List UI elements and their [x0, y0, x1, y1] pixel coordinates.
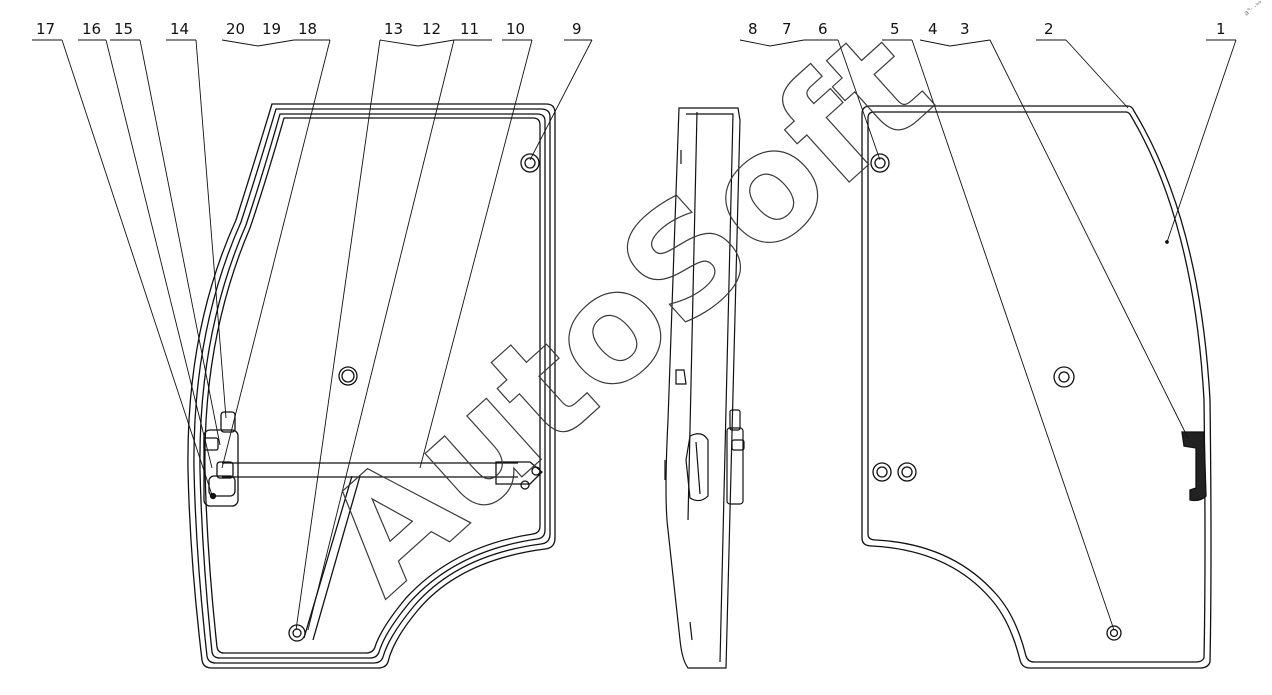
leader-13 [295, 39, 381, 631]
leader-underline-4-3 [919, 39, 991, 47]
callout-15: 15 [114, 20, 133, 38]
outer-door-edge [861, 105, 1212, 669]
inner-door-seal-outer [193, 108, 551, 664]
leader-18 [221, 39, 331, 469]
profile-handle-grip [695, 441, 701, 495]
leader-10 [419, 39, 533, 469]
callout-14: 14 [170, 20, 189, 38]
callout-19: 19 [262, 20, 281, 38]
leader-5 [911, 39, 1115, 631]
callout-13: 13 [384, 20, 403, 38]
callout-1: 1 [1216, 20, 1226, 38]
outer-stud-top [870, 153, 890, 173]
callout-17: 17 [36, 20, 55, 38]
door-side-profile [664, 107, 745, 669]
leader-6 [837, 39, 881, 161]
outer-stud-right-inner [901, 466, 913, 478]
rod-bottom-stud [288, 624, 306, 642]
leader-2 [1065, 39, 1129, 109]
callout-18: 18 [298, 20, 317, 38]
lock-rivet [209, 492, 217, 500]
rod-bottom-stud-inner [292, 628, 302, 638]
profile-lock-button [731, 439, 745, 451]
callout-3: 3 [960, 20, 970, 38]
callout-10: 10 [506, 20, 525, 38]
exterior-handle [1181, 431, 1207, 502]
outer-stud-top-inner [874, 157, 886, 169]
lock-button [203, 437, 219, 451]
outer-door-inner-edge [867, 111, 1206, 663]
callout-4: 4 [928, 20, 938, 38]
outer-stud-bottom [1106, 625, 1122, 641]
profile-fold-line [687, 111, 698, 521]
inner-door-seal-inner [199, 113, 546, 659]
center-grommet-inner [341, 369, 355, 383]
profile-slot-3 [689, 621, 693, 641]
corner-mark: a°· ·ʷᵒ [1243, 0, 1265, 18]
mounting-stud-inner [524, 157, 536, 169]
profile-knob [675, 369, 687, 385]
callout-16: 16 [82, 20, 101, 38]
callout-11: 11 [460, 20, 479, 38]
callout-9: 9 [572, 20, 582, 38]
leader-15 [139, 39, 221, 446]
lock-cylinder-inner [1058, 371, 1070, 383]
profile-lock-body [726, 427, 744, 505]
inner-door-inner-panel [204, 117, 541, 654]
watermark: AutoSoft [293, 0, 964, 627]
callout-2: 2 [1044, 20, 1054, 38]
callout-8: 8 [748, 20, 758, 38]
callout-numbers: 17 16 15 14 20 19 18 13 12 11 10 9 8 7 6… [36, 20, 1226, 38]
center-grommet [338, 366, 358, 386]
inner-door-view [187, 103, 556, 669]
leader-lines [32, 39, 1237, 631]
profile-lock-tab [729, 409, 741, 431]
leader-underline-20-18 [221, 39, 330, 47]
callout-5: 5 [890, 20, 900, 38]
leader-16 [105, 39, 213, 469]
connecting-rod [222, 462, 518, 478]
leader-12 [307, 39, 455, 631]
outer-door-view [861, 105, 1212, 669]
leader-1 [1166, 39, 1237, 243]
lock-tab-top [220, 411, 236, 433]
profile-outer-edge [665, 107, 741, 669]
callout-20: 20 [226, 20, 245, 38]
vertical-rod [303, 475, 361, 641]
leader-14 [195, 39, 227, 419]
leader-3 [989, 39, 1189, 439]
callout-6: 6 [818, 20, 828, 38]
leader-underline-13-11 [379, 39, 492, 47]
outer-stud-left-inner [876, 466, 888, 478]
callout-7: 7 [782, 20, 792, 38]
rod-end-left [216, 461, 234, 479]
outer-stud-left [872, 462, 892, 482]
leader-underline-8-6 [739, 39, 838, 47]
inner-door-outer-edge [187, 103, 556, 669]
profile-handle [685, 433, 709, 502]
profile-inner-edge [686, 113, 734, 663]
lock-cylinder [1053, 366, 1075, 388]
rod-pivot-2 [520, 480, 530, 490]
outer-stud-bottom-inner [1109, 628, 1119, 638]
rod-end-bracket [495, 461, 543, 485]
leader-17 [61, 39, 213, 496]
leader-9 [529, 39, 593, 161]
mounting-stud [520, 153, 540, 173]
outer-stud-right [897, 462, 917, 482]
rod-pivot-1 [531, 466, 541, 476]
callout-12: 12 [422, 20, 441, 38]
